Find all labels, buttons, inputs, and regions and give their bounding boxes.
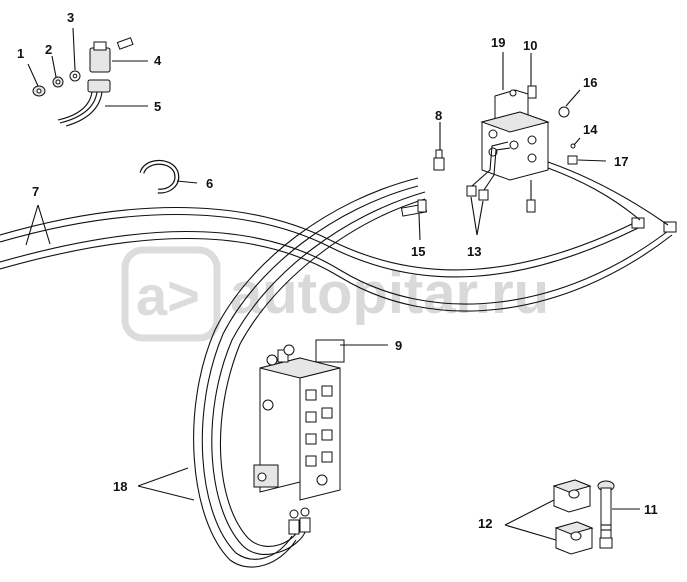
part-12-blocks bbox=[552, 479, 594, 555]
callout-labels: 1 2 3 4 5 6 7 8 9 10 11 12 13 14 15 16 1… bbox=[17, 10, 658, 531]
part-4-connector bbox=[89, 37, 134, 73]
callout-18: 18 bbox=[113, 479, 127, 494]
callout-12: 12 bbox=[478, 516, 492, 531]
callout-9: 9 bbox=[395, 338, 402, 353]
fitting-15 bbox=[400, 199, 428, 217]
watermark: a> autopitar.ru bbox=[121, 246, 549, 342]
part-1-nut bbox=[32, 85, 46, 97]
part-3-washer bbox=[69, 70, 81, 82]
callout-10: 10 bbox=[523, 38, 537, 53]
watermark-logo-mark: a> bbox=[136, 264, 200, 327]
part-11-bolt bbox=[597, 480, 615, 549]
callout-4: 4 bbox=[154, 53, 162, 68]
callout-13: 13 bbox=[467, 244, 481, 259]
callout-5: 5 bbox=[154, 99, 161, 114]
fitting-8 bbox=[433, 149, 445, 171]
callout-15: 15 bbox=[411, 244, 425, 259]
watermark-logo-box bbox=[121, 246, 221, 342]
part-9-control-valve bbox=[253, 339, 345, 501]
callout-16: 16 bbox=[583, 75, 597, 90]
callout-3: 3 bbox=[67, 10, 74, 25]
fitting-13 bbox=[466, 141, 511, 201]
part-2-washer bbox=[52, 76, 64, 88]
hose-7 bbox=[0, 207, 677, 312]
callout-8: 8 bbox=[435, 108, 442, 123]
callout-14: 14 bbox=[583, 122, 598, 137]
callout-11: 11 bbox=[644, 502, 658, 517]
hose-18 bbox=[193, 177, 426, 568]
callout-2: 2 bbox=[45, 42, 52, 57]
callout-7: 7 bbox=[32, 184, 39, 199]
upper-valve-block bbox=[480, 85, 669, 226]
part-6-clamp bbox=[139, 159, 180, 194]
callout-17: 17 bbox=[614, 154, 628, 169]
leader-lines bbox=[25, 27, 640, 541]
watermark-text: autopitar.ru bbox=[230, 261, 549, 326]
part-5-wire-harness bbox=[57, 79, 111, 127]
callout-1: 1 bbox=[17, 46, 24, 61]
callout-6: 6 bbox=[206, 176, 213, 191]
callout-19: 19 bbox=[491, 35, 505, 50]
valve-ports bbox=[305, 385, 333, 467]
